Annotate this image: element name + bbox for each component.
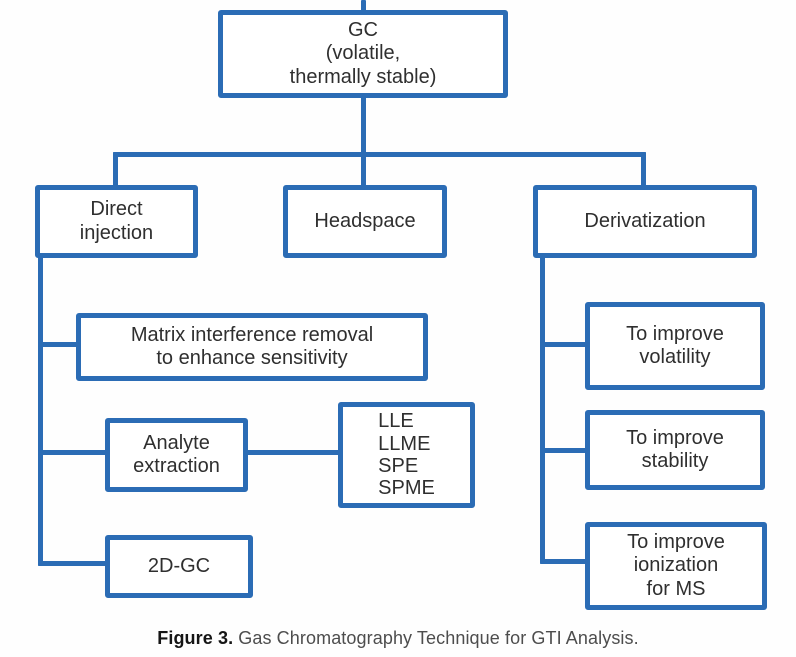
edge-analyte-to-methods	[246, 450, 342, 455]
edge-trunk-right	[540, 254, 545, 564]
node-2d-gc-label: 2D-GC	[147, 554, 211, 577]
node-improve-stability: To improve stability	[585, 410, 765, 490]
edge-stub-stability	[540, 448, 589, 453]
node-improve-ionization: To improve ionization for MS	[585, 522, 767, 610]
node-derivatization: Derivatization	[533, 185, 757, 258]
node-analyte-extraction-label: Analyte extraction	[133, 431, 220, 477]
node-2d-gc: 2D-GC	[105, 535, 253, 598]
node-direct-injection-label: Direct injection	[79, 198, 154, 244]
node-analyte-extraction: Analyte extraction	[105, 418, 248, 492]
figure-caption-text: Gas Chromatography Technique for GTI Ana…	[233, 628, 639, 648]
node-headspace-label: Headspace	[314, 209, 416, 232]
edge-drop-derivatization	[641, 152, 646, 188]
node-improve-ionization-label: To improve ionization for MS	[627, 531, 725, 600]
node-improve-volatility: To improve volatility	[585, 302, 765, 390]
node-improve-volatility-label: To improve volatility	[626, 322, 724, 368]
node-headspace: Headspace	[283, 185, 447, 258]
edge-trunk-left	[38, 254, 43, 566]
edge-stub-matrix	[38, 342, 80, 347]
edge-level1-horizontal	[113, 152, 646, 157]
edge-elbow-ionization	[540, 559, 589, 564]
figure-caption-number: Figure 3.	[157, 628, 234, 648]
node-direct-injection: Direct injection	[35, 185, 198, 258]
edge-top-stub	[361, 0, 366, 12]
edge-stub-analyte	[38, 450, 109, 455]
node-extraction-methods-label: LLE LLME SPE SPME	[378, 410, 435, 500]
node-extraction-methods: LLE LLME SPE SPME	[338, 402, 475, 508]
edge-gc-down	[361, 96, 366, 157]
node-derivatization-label: Derivatization	[584, 209, 706, 232]
edge-drop-direct	[113, 152, 118, 188]
node-gc: GC (volatile, thermally stable)	[218, 10, 508, 98]
edge-elbow-2dgc	[38, 561, 109, 566]
node-gc-label: GC (volatile, thermally stable)	[289, 19, 437, 88]
node-matrix-removal-label: Matrix interference removal to enhance s…	[130, 323, 374, 369]
edge-stub-volatility	[540, 342, 589, 347]
edge-drop-headspace	[361, 152, 366, 188]
node-improve-stability-label: To improve stability	[626, 426, 724, 472]
node-matrix-removal: Matrix interference removal to enhance s…	[76, 313, 428, 381]
figure-caption: Figure 3. Gas Chromatography Technique f…	[0, 628, 796, 649]
